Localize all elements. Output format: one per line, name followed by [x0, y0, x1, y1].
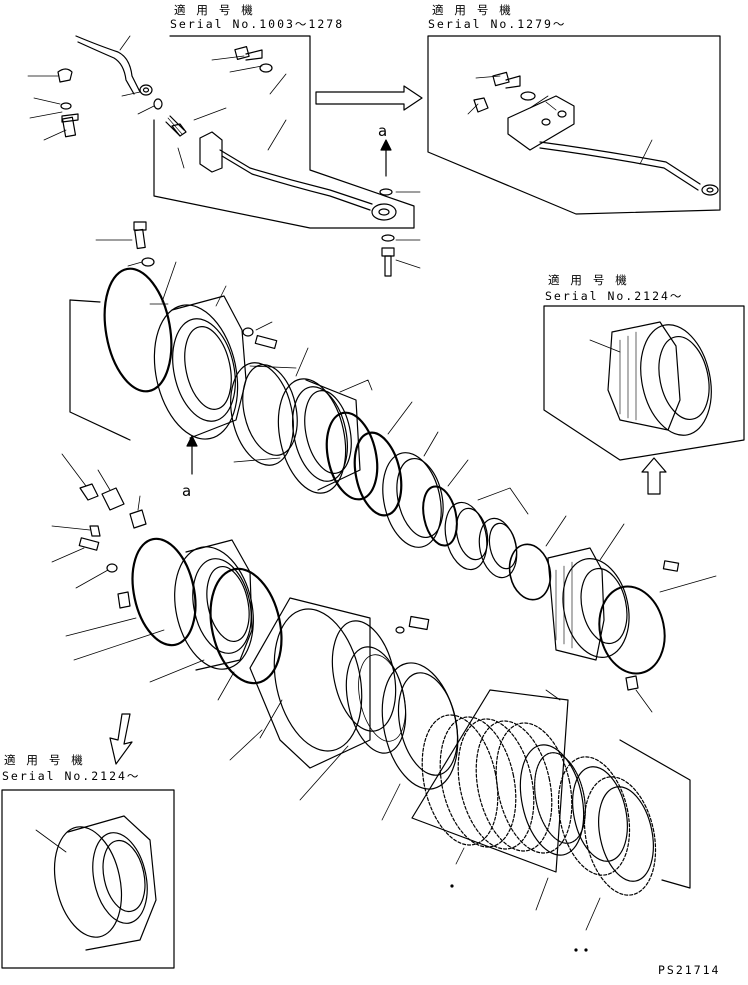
disc-pack-box	[412, 690, 568, 872]
clamp-parts-left	[28, 69, 154, 140]
inner-gear-ring	[300, 641, 415, 800]
arrow-to-new-version	[316, 86, 422, 110]
disc-box-right	[620, 740, 690, 888]
cover-flange-lower	[74, 539, 264, 676]
piston-lower	[371, 656, 468, 820]
retainer-2	[474, 515, 522, 581]
serial-box-top-left	[154, 36, 414, 228]
o-ring-large	[96, 263, 181, 396]
view-marker-a-mid: a	[182, 482, 192, 500]
piston-1	[375, 432, 450, 553]
snap-ring-small	[505, 516, 566, 604]
drawing-number: PS21714	[658, 963, 721, 977]
piston-ring-stack	[269, 348, 372, 499]
o-ring-hub	[592, 576, 716, 680]
note-bottom-left-heading: 適 用 号 機	[4, 753, 85, 767]
o-ring-lower-left	[66, 533, 205, 651]
bolt-housing-right	[243, 322, 277, 348]
hose-assembly-top-left	[76, 36, 184, 136]
view-marker-a-top: a	[378, 122, 388, 140]
note-mid-right-serial: Serial No.2124～	[545, 289, 684, 303]
view-arrow-a-top	[381, 140, 391, 176]
view-arrow-a-mid	[187, 436, 197, 474]
hub-gear	[548, 524, 638, 664]
note-top-left-serial: Serial No.1003～1278	[170, 17, 345, 31]
seal-ring-1	[319, 408, 384, 504]
bolt-washer-housing	[96, 222, 154, 266]
note-top-right-serial: Serial No.1279～	[428, 17, 567, 31]
housing-flange	[143, 262, 250, 447]
serial-box-top-right	[428, 36, 720, 214]
stray-dots	[451, 885, 587, 951]
pipe-assembly-new	[468, 72, 718, 195]
note-bottom-left-serial: Serial No.2124～	[2, 769, 141, 783]
drum-housing	[230, 598, 405, 768]
pipe-assembly-old	[172, 47, 420, 220]
hub-gear-new	[590, 318, 721, 442]
plug-hub	[626, 561, 679, 712]
bolt-washer-below	[382, 235, 420, 276]
snap-ring-lower	[150, 562, 291, 700]
bolt-drum	[396, 617, 429, 633]
serial-box-mid-right	[544, 306, 744, 460]
seal-ring-3	[418, 460, 468, 549]
fittings-left	[52, 454, 146, 608]
arrow-up-to-new-hub	[642, 458, 666, 494]
cover-flange-old	[36, 816, 156, 950]
housing-box-outline	[70, 300, 130, 440]
note-top-left-heading: 適 用 号 機	[174, 3, 255, 17]
clutch-discs	[411, 708, 666, 930]
arrow-down-to-old-cover	[110, 714, 132, 764]
note-mid-right-heading: 適 用 号 機	[548, 273, 629, 287]
note-top-right-heading: 適 用 号 機	[432, 3, 513, 17]
serial-box-bottom-left	[2, 790, 174, 968]
retainer-1	[439, 488, 528, 573]
